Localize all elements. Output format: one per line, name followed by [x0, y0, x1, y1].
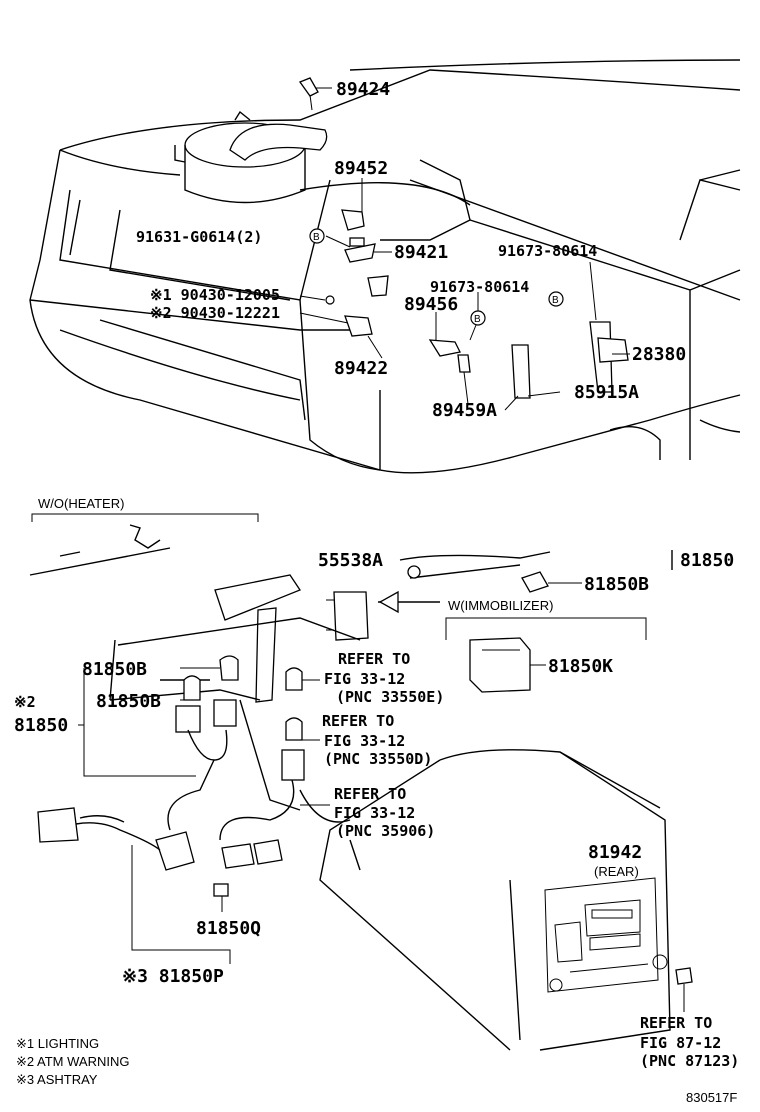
label-81850k: 81850K	[548, 656, 613, 677]
ref4-line1: REFER TO	[640, 1014, 712, 1032]
label-89422: 89422	[334, 358, 388, 379]
label-90430-12005: ※1 90430-12005	[150, 286, 280, 304]
ref1-line2: FIG 33-12	[324, 670, 405, 688]
label-89459a: 89459A	[432, 400, 497, 421]
ref4-line2: FIG 87-12	[640, 1034, 721, 1052]
ref1-line3: (PNC 33550E)	[336, 688, 444, 706]
label-wo-heater: W/O(HEATER)	[38, 496, 124, 511]
middle-right-parts: 55538A 81850 81850B	[318, 550, 734, 641]
label-81850-top: 81850	[680, 550, 734, 571]
lower-part-labels: 81850B 81850B ※2 81850 REFER TO FIG 33-1…	[14, 650, 739, 1070]
label-81850b-lower: 81850B	[96, 691, 161, 712]
console-illustration	[109, 574, 693, 1051]
label-89421: 89421	[394, 242, 448, 263]
label-81850q: 81850Q	[196, 918, 261, 939]
without-heater-section: W/O(HEATER)	[29, 496, 259, 576]
label-81850p: ※3 81850P	[122, 966, 224, 987]
label-81850: 81850	[14, 715, 68, 736]
b-marker: B	[552, 295, 559, 306]
label-89456: 89456	[404, 294, 458, 315]
ref2-line3: (PNC 33550D)	[324, 750, 432, 768]
label-91673-80614-a: 91673-80614	[498, 242, 597, 260]
label-rear: (REAR)	[594, 864, 639, 879]
ref4-line3: (PNC 87123)	[640, 1052, 739, 1070]
lower-leader-lines	[78, 667, 330, 964]
ref3-line3: (PNC 35906)	[336, 822, 435, 840]
wiring-harness	[37, 655, 351, 897]
label-91631-g0614: 91631-G0614(2)	[136, 228, 262, 246]
ref3-line1: REFER TO	[334, 785, 406, 803]
b-marker: B	[474, 314, 481, 325]
bolt-markers: B B B	[309, 228, 564, 326]
ref2-line1: REFER TO	[322, 712, 394, 730]
figure-code: 830517F	[686, 1090, 737, 1105]
label-81850b-right: 81850B	[584, 574, 649, 595]
label-90430-12221: ※2 90430-12221	[150, 304, 280, 322]
label-81942: 81942	[588, 842, 642, 863]
label-89424: 89424	[336, 79, 390, 100]
legend-item-lighting: ※1 LIGHTING	[16, 1036, 99, 1051]
label-89452: 89452	[334, 158, 388, 179]
top-leader-lines	[299, 87, 630, 411]
ref2-line2: FIG 33-12	[324, 732, 405, 750]
legend: ※1 LIGHTING ※2 ATM WARNING ※3 ASHTRAY	[16, 1036, 129, 1087]
b-marker: B	[313, 232, 320, 243]
label-28380: 28380	[632, 344, 686, 365]
upper-vehicle-illustration	[29, 59, 741, 474]
label-w-immobilizer: W(IMMOBILIZER)	[448, 598, 553, 613]
label-81850b-upper: 81850B	[82, 659, 147, 680]
ref3-line2: FIG 33-12	[334, 804, 415, 822]
legend-item-ashtray: ※3 ASHTRAY	[16, 1072, 98, 1087]
label-91673-80614-b: 91673-80614	[430, 278, 529, 296]
label-85915a: 85915A	[574, 382, 639, 403]
legend-item-atm-warning: ※2 ATM WARNING	[16, 1054, 129, 1069]
ref1-line1: REFER TO	[338, 650, 410, 668]
top-part-labels: 89424 89452 91631-G0614(2) 89421 91673-8…	[136, 79, 686, 421]
label-55538a: 55538A	[318, 550, 383, 571]
label-atm-warning-mark: ※2	[14, 693, 36, 711]
top-small-parts	[298, 77, 629, 399]
immobilizer-section: W(IMMOBILIZER) 81850K	[445, 598, 647, 693]
